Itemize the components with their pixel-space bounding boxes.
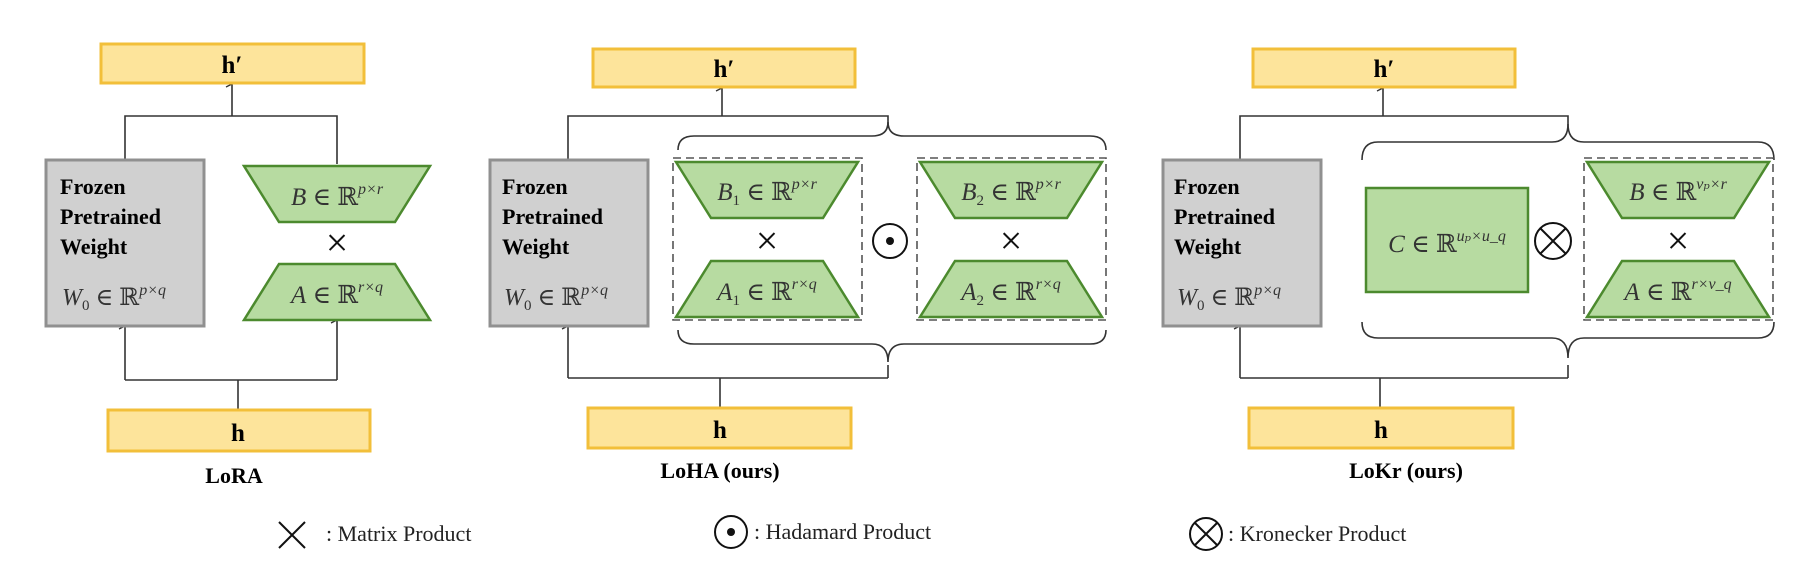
loha-caption: LoHA (ours) <box>660 458 779 483</box>
lokr-output-label: h′ <box>1374 56 1395 83</box>
lokr-matrix-product-symbol: × <box>1667 218 1690 263</box>
loha-matrix-product-symbol-2: × <box>1000 218 1023 263</box>
lokr-c-box <box>1364 186 1530 294</box>
loha-frozen-math: W0 ∈ ℝp×q <box>504 282 608 314</box>
lokr-connectors <box>1240 88 1569 408</box>
lora-frozen-line-2: Pretrained <box>60 204 161 229</box>
lokr-frozen-line-2: Pretrained <box>1174 204 1275 229</box>
panel-lokr: h′ Frozen Pretrained Weight W0 ∈ ℝp×q C … <box>1161 47 1775 483</box>
legend-item-kronecker-product: : Kronecker Product <box>1189 517 1406 551</box>
lokr-bottom-brace <box>1361 321 1775 359</box>
legend-item-matrix-product: : Matrix Product <box>278 521 471 549</box>
loha-input-label: h <box>713 417 727 444</box>
loha-top-brace <box>677 121 1107 151</box>
loha-a1-math: A1 ∈ ℝr×q <box>715 276 817 309</box>
legend-label-matrix-product: : Matrix Product <box>326 521 471 546</box>
lora-frozen-line-3: Weight <box>60 234 128 259</box>
matrix-product-icon <box>278 521 306 549</box>
lokr-caption: LoKr (ours) <box>1349 458 1463 483</box>
lora-connectors <box>125 84 337 410</box>
panel-loha: h′ Frozen Pretrained Weight W0 ∈ ℝp×q B1… <box>488 47 1107 483</box>
lokr-frozen-math: W0 ∈ ℝp×q <box>1177 282 1281 314</box>
lokr-a-math: A ∈ ℝr×v_q <box>1622 276 1731 306</box>
legend-label-kronecker-product: : Kronecker Product <box>1228 521 1406 546</box>
lora-output-label: h′ <box>222 52 243 79</box>
legend-label-hadamard-product: : Hadamard Product <box>754 519 931 544</box>
lokr-input-label: h <box>1374 417 1388 444</box>
loha-a1-trapezoid <box>673 259 861 319</box>
lora-b-math: B ∈ ℝp×r <box>291 181 384 211</box>
lora-frozen-line-1: Frozen <box>60 174 126 199</box>
lokr-a-trapezoid <box>1584 259 1772 319</box>
lora-frozen-math: W0 ∈ ℝp×q <box>62 282 166 314</box>
loha-b2-math: B2 ∈ ℝp×r <box>961 176 1061 209</box>
loha-pair-2-dashed-box <box>916 157 1107 321</box>
kronecker-product-cross-icon <box>1194 522 1218 546</box>
lokr-b-trapezoid <box>1584 160 1772 220</box>
lokr-c-math: C ∈ ℝuₚ×u_q <box>1388 228 1506 258</box>
loha-frozen-weight-box <box>488 158 650 328</box>
loha-pair-1-dashed-box <box>672 157 863 321</box>
lokr-b-math: B ∈ ℝvₚ×r <box>1629 176 1727 206</box>
lora-input-label: h <box>231 420 245 447</box>
lokr-pair-dashed-box <box>1583 157 1774 321</box>
legend: : Matrix Product : Hadamard Product : Kr… <box>278 515 1406 551</box>
loha-b2-trapezoid <box>917 160 1105 220</box>
loha-a2-trapezoid <box>917 259 1105 319</box>
loha-input-box <box>586 406 853 450</box>
lokr-output-box <box>1251 47 1517 89</box>
loha-frozen-line-2: Pretrained <box>502 204 603 229</box>
loha-b1-trapezoid <box>673 160 861 220</box>
loha-output-label: h′ <box>714 56 735 83</box>
legend-item-hadamard-product: : Hadamard Product <box>714 515 931 549</box>
lokr-kronecker-cross-icon <box>1539 227 1567 255</box>
lora-matrix-product-symbol: × <box>326 220 349 265</box>
lora-output-box <box>99 42 366 85</box>
loha-bottom-brace <box>677 329 1107 363</box>
loha-b1-math: B1 ∈ ℝp×r <box>717 176 817 209</box>
lora-a-trapezoid <box>241 262 433 322</box>
loha-output-box <box>591 47 857 89</box>
lokr-frozen-line-3: Weight <box>1174 234 1242 259</box>
lora-a-math: A ∈ ℝr×q <box>289 279 383 309</box>
loha-matrix-product-symbol-1: × <box>756 218 779 263</box>
panel-lora: h′ Frozen Pretrained Weight W0 ∈ ℝp×q B … <box>44 42 433 488</box>
loha-a2-math: A2 ∈ ℝr×q <box>959 276 1061 309</box>
lora-frozen-weight-box <box>44 158 206 328</box>
hadamard-product-dot-icon <box>727 528 735 536</box>
loha-frozen-line-1: Frozen <box>502 174 568 199</box>
loha-frozen-line-3: Weight <box>502 234 570 259</box>
lokr-top-brace <box>1361 123 1775 161</box>
lokr-frozen-weight-box <box>1161 158 1323 328</box>
lora-b-trapezoid <box>241 164 433 224</box>
lokr-frozen-line-1: Frozen <box>1174 174 1240 199</box>
lora-caption: LoRA <box>205 463 263 488</box>
loha-hadamard-dot-icon <box>886 237 894 245</box>
lokr-input-box <box>1247 406 1515 450</box>
lora-input-box <box>106 408 372 453</box>
